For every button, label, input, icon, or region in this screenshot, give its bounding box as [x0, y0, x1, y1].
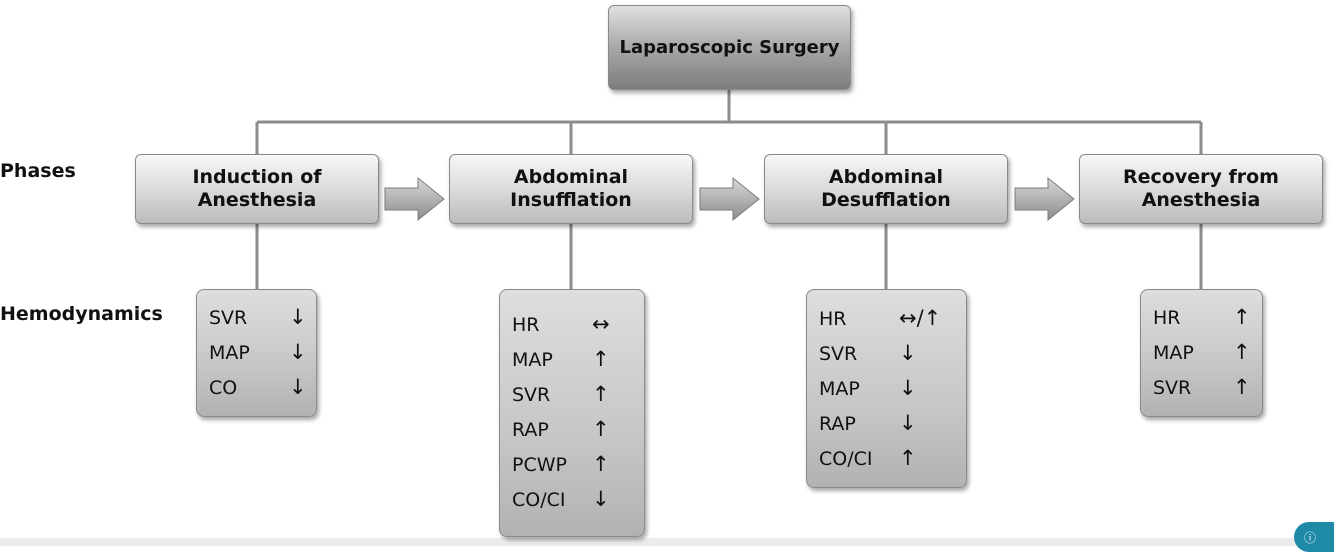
hemo-change-arrow: ↑ — [1233, 340, 1251, 364]
hemo-param: SVR — [512, 384, 551, 406]
hemo-param: CO/CI — [819, 448, 873, 470]
phase-label-line: Recovery from — [1123, 166, 1279, 188]
hemo-row: HR ↔/↑ — [807, 304, 966, 339]
phase-label-line: Abdominal Insufflation — [510, 166, 632, 211]
hemodynamics-box-insufflation: HR ↔ MAP ↑ SVR ↑ RAP ↑ PCWP ↑ CO/CI ↓ — [499, 289, 645, 537]
hemo-change-arrow: ↑ — [592, 417, 610, 441]
hemo-change-arrow: ↑ — [1233, 305, 1251, 329]
hemo-row: SVR ↑ — [500, 380, 644, 415]
phase-label-line: Desufflation — [821, 189, 951, 211]
hemo-param: RAP — [819, 413, 856, 435]
hemo-row: HR ↔ — [500, 310, 644, 345]
hemodynamics-box-desufflation: HR ↔/↑ SVR ↓ MAP ↓ RAP ↓ CO/CI ↑ — [806, 289, 967, 488]
phase-label-line: Anesthesia — [1141, 189, 1261, 211]
hemo-param: SVR — [209, 307, 248, 329]
root-title: Laparoscopic Surgery — [619, 37, 840, 58]
hemo-change-arrow: ↑ — [592, 452, 610, 476]
hemo-change-arrow: ↓ — [899, 376, 917, 400]
hemo-change-arrow: ↓ — [899, 411, 917, 435]
hemo-row: CO ↓ — [197, 373, 316, 408]
question-circle-icon: ⓘ — [1304, 531, 1317, 545]
flow-arrow — [699, 176, 760, 222]
hemo-param: MAP — [1153, 342, 1194, 364]
hemo-row: CO/CI ↑ — [807, 444, 966, 479]
bottom-strip — [0, 538, 1334, 546]
hemo-param: CO — [209, 377, 238, 399]
hemo-change-arrow: ↑ — [592, 382, 610, 406]
hemo-row: CO/CI ↓ — [500, 485, 644, 520]
hemo-row: SVR ↓ — [197, 303, 316, 338]
hemo-param: SVR — [1153, 377, 1192, 399]
hemo-row: MAP ↑ — [500, 345, 644, 380]
hemo-change-arrow: ↑ — [592, 347, 610, 371]
hemo-param: HR — [1153, 307, 1181, 329]
hemo-change-arrow: ↑ — [899, 446, 917, 470]
help-button[interactable]: ⓘ — [1294, 522, 1334, 552]
hemo-param: MAP — [209, 342, 250, 364]
hemo-change-arrow: ↔ — [592, 312, 610, 336]
phase-box-induction: Induction of Anesthesia — [135, 154, 379, 224]
hemo-row: MAP ↓ — [197, 338, 316, 373]
phase-box-insufflation: Abdominal Insufflation — [449, 154, 693, 224]
hemodynamics-row-label: Hemodynamics — [0, 303, 163, 325]
hemo-change-arrow: ↓ — [899, 341, 917, 365]
hemo-change-arrow: ↓ — [289, 305, 307, 329]
hemo-param: RAP — [512, 419, 549, 441]
root-node-box: Laparoscopic Surgery — [608, 5, 851, 90]
hemo-change-arrow: ↓ — [289, 340, 307, 364]
hemo-row: RAP ↓ — [807, 409, 966, 444]
phases-row-label: Phases — [0, 160, 76, 182]
hemo-row: SVR ↓ — [807, 339, 966, 374]
flow-arrow — [1014, 176, 1075, 222]
hemodynamics-box-recovery: HR ↑ MAP ↑ SVR ↑ — [1140, 289, 1263, 417]
phase-label-line: Abdominal — [828, 166, 944, 188]
hemo-row: SVR ↑ — [1141, 373, 1262, 408]
hemo-change-arrow: ↔/↑ — [899, 306, 942, 330]
phase-label-line: Induction of — [192, 166, 322, 188]
hemo-param: HR — [512, 314, 540, 336]
hemo-row: MAP ↓ — [807, 374, 966, 409]
hemo-param: MAP — [819, 378, 860, 400]
hemo-row: MAP ↑ — [1141, 338, 1262, 373]
hemo-row: RAP ↑ — [500, 415, 644, 450]
hemo-param: SVR — [819, 343, 858, 365]
phase-box-desufflation: Abdominal Desufflation — [764, 154, 1008, 224]
hemo-row: PCWP ↑ — [500, 450, 644, 485]
hemo-param: MAP — [512, 349, 553, 371]
hemodynamics-box-induction: SVR ↓ MAP ↓ CO ↓ — [196, 289, 317, 417]
hemo-param: CO/CI — [512, 489, 566, 511]
hemo-param: PCWP — [512, 454, 567, 476]
hemo-change-arrow: ↓ — [289, 375, 307, 399]
flow-arrow — [384, 176, 445, 222]
phase-label-line: Anesthesia — [197, 189, 317, 211]
hemo-row: HR ↑ — [1141, 303, 1262, 338]
hemo-change-arrow: ↑ — [1233, 375, 1251, 399]
hemo-param: HR — [819, 308, 847, 330]
phase-box-recovery: Recovery from Anesthesia — [1079, 154, 1323, 224]
hemo-change-arrow: ↓ — [592, 487, 610, 511]
